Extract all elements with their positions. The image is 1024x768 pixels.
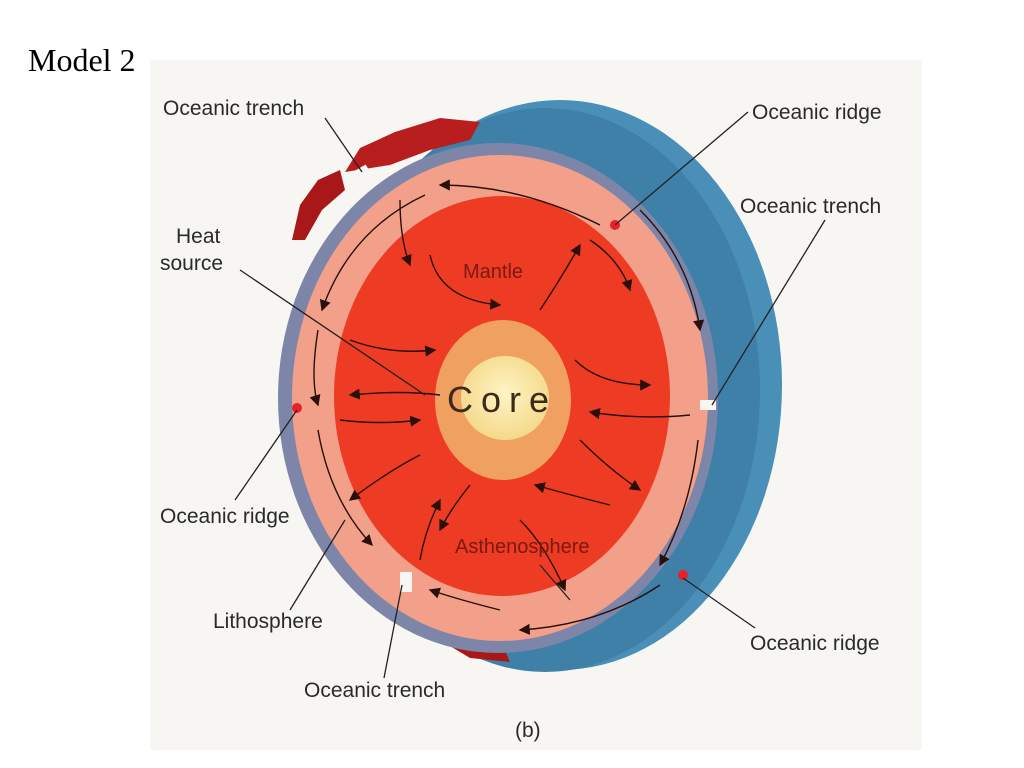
flow-arrow xyxy=(519,519,567,592)
label-trench-right: Oceanic trench xyxy=(740,195,881,218)
leader-line xyxy=(383,584,403,679)
flow-arrow xyxy=(419,498,441,561)
flow-arrow xyxy=(317,429,373,547)
label-ridge-top-right: Oceanic ridge xyxy=(752,101,882,124)
flow-arrow xyxy=(349,339,437,357)
flow-arrow xyxy=(639,209,705,332)
flow-arrow xyxy=(439,484,471,532)
leader-line xyxy=(239,269,426,396)
label-core: Core xyxy=(447,379,557,420)
flow-arrow xyxy=(348,454,421,501)
leader-line xyxy=(539,564,571,601)
label-asthenosphere: Asthenosphere xyxy=(455,536,590,558)
trench-notch-bottom xyxy=(400,572,412,592)
label-mantle: Mantle xyxy=(463,261,523,283)
flow-arrow xyxy=(539,243,581,311)
flow-arrow xyxy=(588,408,691,420)
leader-line xyxy=(289,519,346,611)
continent-top xyxy=(345,118,480,172)
leader-line xyxy=(711,219,826,406)
flow-arrow xyxy=(574,359,652,391)
label-heat-source-1: Heat xyxy=(176,225,221,248)
leader-line xyxy=(324,117,363,173)
label-heat-source-2: source xyxy=(160,252,223,275)
flow-arrow xyxy=(518,584,661,635)
trench-notch-right xyxy=(700,400,716,410)
label-ridge-left: Oceanic ridge xyxy=(160,505,290,528)
flow-arrow xyxy=(438,179,601,226)
flow-arrow xyxy=(533,482,611,506)
leader-line xyxy=(682,577,756,629)
ridge-point-left xyxy=(292,403,302,413)
label-ridge-bottom-right: Oceanic ridge xyxy=(750,632,880,655)
continent-left xyxy=(292,170,345,240)
flow-arrow xyxy=(319,194,426,312)
flow-arrow xyxy=(659,439,699,567)
flow-arrow xyxy=(429,254,502,310)
label-lithosphere: Lithosphere xyxy=(213,610,323,633)
slide-title: Model 2 xyxy=(28,42,136,78)
flow-arrow xyxy=(309,329,321,407)
flow-arrow xyxy=(589,239,633,292)
inner-core xyxy=(461,356,549,440)
flow-arrow xyxy=(579,439,642,491)
leader-line xyxy=(614,111,749,226)
flow-arrow xyxy=(348,388,441,400)
figure-caption: (b) xyxy=(515,719,541,742)
leader-line xyxy=(234,409,298,501)
label-trench-top-left: Oceanic trench xyxy=(163,97,304,120)
flow-arrow xyxy=(399,199,412,267)
ridge-point-bottom xyxy=(678,570,688,580)
flow-arrow xyxy=(339,415,422,427)
flow-arrow xyxy=(428,587,501,611)
label-trench-bottom: Oceanic trench xyxy=(304,679,445,702)
